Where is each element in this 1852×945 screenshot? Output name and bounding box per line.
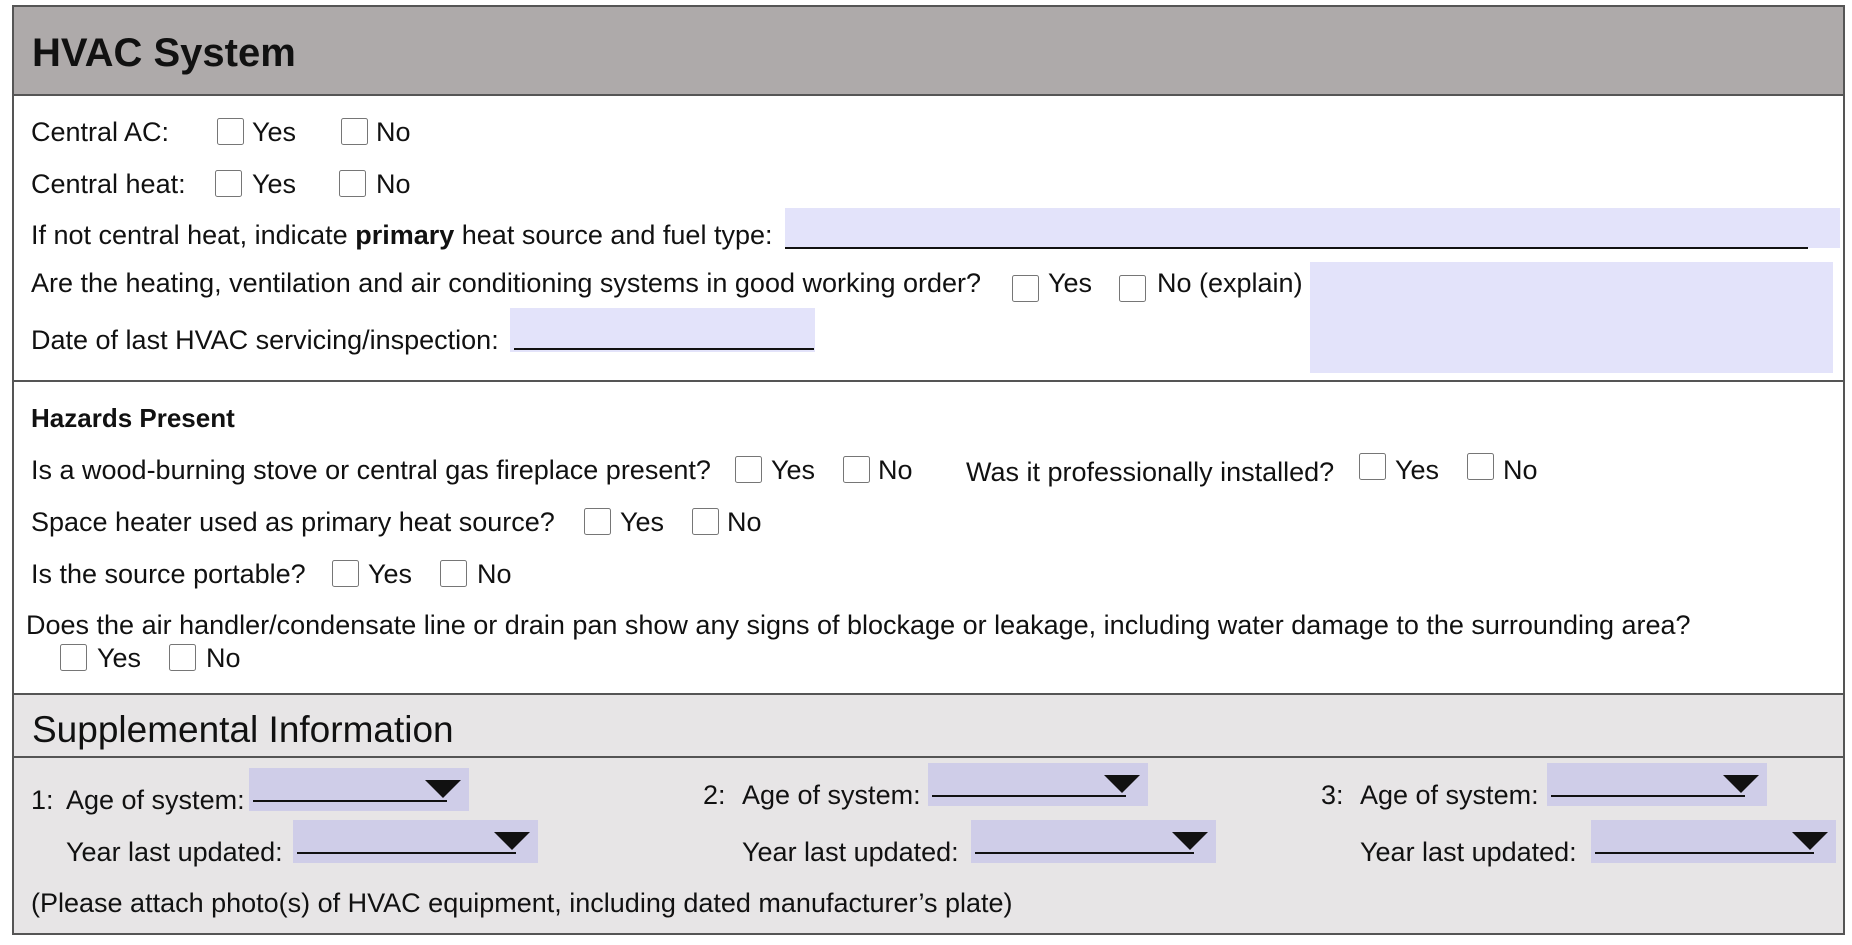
central-heat-no-checkbox[interactable] — [339, 170, 366, 197]
system-3-year-dropdown[interactable] — [1591, 820, 1836, 863]
system-3-age-label: Age of system: — [1360, 780, 1539, 810]
space-heater-no-label: No — [727, 507, 762, 537]
portable-yes-label: Yes — [368, 559, 413, 589]
installed-yes-label: Yes — [1395, 455, 1440, 485]
portable-no-label: No — [477, 559, 512, 589]
stove-no-checkbox[interactable] — [843, 456, 870, 483]
stove-yes-checkbox[interactable] — [735, 456, 762, 483]
system-2-age-underline — [932, 795, 1126, 797]
portable-label: Is the source portable? — [31, 559, 306, 589]
chevron-down-icon — [494, 832, 530, 850]
system-3-number: 3: — [1321, 780, 1344, 810]
good-order-yes-label: Yes — [1048, 268, 1093, 298]
last-service-label: Date of last HVAC servicing/inspection: — [31, 325, 499, 355]
installed-yes-checkbox[interactable] — [1359, 453, 1386, 480]
system-3-year-label: Year last updated: — [1360, 837, 1577, 867]
explain-textarea[interactable] — [1310, 262, 1833, 373]
central-heat-yes-checkbox[interactable] — [215, 170, 242, 197]
system-1-age-underline — [253, 800, 447, 802]
system-3-age-dropdown[interactable] — [1547, 763, 1767, 806]
air-handler-yes-checkbox[interactable] — [60, 644, 87, 671]
central-ac-no-label: No — [376, 117, 411, 147]
central-ac-yes-label: Yes — [252, 117, 297, 147]
central-heat-yes-label: Yes — [252, 169, 297, 199]
space-heater-yes-checkbox[interactable] — [584, 508, 611, 535]
air-handler-yes-label: Yes — [97, 643, 142, 673]
chevron-down-icon — [1104, 775, 1140, 793]
system-1-age-dropdown[interactable] — [249, 768, 469, 811]
system-2-number: 2: — [703, 780, 726, 810]
system-1-year-dropdown[interactable] — [293, 820, 538, 863]
space-heater-no-checkbox[interactable] — [692, 508, 719, 535]
system-1-age-label: Age of system: — [66, 785, 245, 815]
hvac-divider — [14, 380, 1843, 382]
hazards-title: Hazards Present — [31, 403, 235, 433]
chevron-down-icon — [1792, 832, 1828, 850]
system-2-year-label: Year last updated: — [742, 837, 959, 867]
stove-no-label: No — [878, 455, 913, 485]
hvac-section-title: HVAC System — [32, 31, 296, 75]
primary-heat-label-pre: If not central heat, indicate — [31, 220, 356, 250]
hvac-form: HVAC System Central AC: Yes No Central h… — [12, 5, 1845, 935]
system-3-year-underline — [1595, 852, 1814, 854]
good-order-yes-checkbox[interactable] — [1012, 275, 1039, 302]
primary-heat-source-field[interactable] — [785, 208, 1840, 248]
central-ac-yes-checkbox[interactable] — [217, 118, 244, 145]
stove-label: Is a wood-burning stove or central gas f… — [31, 455, 711, 485]
last-service-date-field[interactable] — [510, 308, 815, 352]
system-2-year-underline — [975, 852, 1194, 854]
system-1-number: 1: — [31, 785, 54, 815]
central-ac-no-checkbox[interactable] — [341, 118, 368, 145]
system-1-year-underline — [297, 852, 516, 854]
system-1-year-label: Year last updated: — [66, 837, 283, 867]
installed-no-checkbox[interactable] — [1467, 453, 1494, 480]
supplemental-section: Supplemental Information 1: Age of syste… — [14, 693, 1843, 933]
good-order-label: Are the heating, ventilation and air con… — [31, 268, 982, 298]
good-order-no-checkbox[interactable] — [1119, 275, 1146, 302]
space-heater-yes-label: Yes — [620, 507, 665, 537]
air-handler-label: Does the air handler/condensate line or … — [26, 610, 1691, 640]
air-handler-no-checkbox[interactable] — [169, 644, 196, 671]
chevron-down-icon — [425, 780, 461, 798]
stove-yes-label: Yes — [771, 455, 816, 485]
central-heat-no-label: No — [376, 169, 411, 199]
installed-no-label: No — [1503, 455, 1538, 485]
supplemental-header: Supplemental Information — [14, 693, 1843, 758]
system-2-age-dropdown[interactable] — [928, 763, 1148, 806]
air-handler-no-label: No — [206, 643, 241, 673]
primary-heat-label-post: heat source and fuel type: — [454, 220, 773, 250]
supplemental-title: Supplemental Information — [32, 709, 454, 750]
system-3-age-underline — [1551, 795, 1745, 797]
portable-no-checkbox[interactable] — [440, 560, 467, 587]
chevron-down-icon — [1172, 832, 1208, 850]
system-2-year-dropdown[interactable] — [971, 820, 1216, 863]
primary-heat-label-bold: primary — [355, 220, 455, 250]
chevron-down-icon — [1723, 775, 1759, 793]
space-heater-label: Space heater used as primary heat source… — [31, 507, 555, 537]
central-heat-label: Central heat: — [31, 169, 186, 199]
system-2-age-label: Age of system: — [742, 780, 921, 810]
last-service-underline — [514, 348, 814, 350]
good-order-no-label: No (explain) — [1157, 268, 1303, 298]
primary-heat-label: If not central heat, indicate primary he… — [31, 222, 772, 249]
hvac-section-header: HVAC System — [14, 7, 1843, 96]
portable-yes-checkbox[interactable] — [332, 560, 359, 587]
primary-heat-underline — [785, 247, 1808, 249]
central-ac-label: Central AC: — [31, 117, 170, 147]
photo-note: (Please attach photo(s) of HVAC equipmen… — [31, 888, 1013, 918]
installed-label: Was it professionally installed? — [966, 457, 1335, 487]
